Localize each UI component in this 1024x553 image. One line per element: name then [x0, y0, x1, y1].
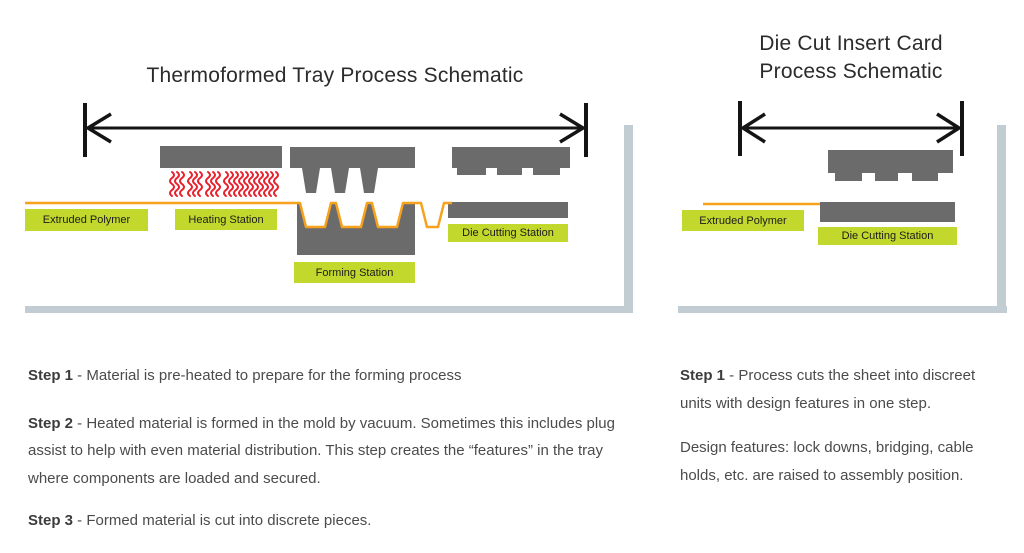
step-3-body: - Formed material is cut into discrete p…: [73, 512, 372, 529]
step-1-body: - Process cuts the sheet into discreet u…: [680, 367, 976, 412]
arrowhead-right-icon: [936, 112, 963, 144]
tag-heating-station: Heating Station: [175, 209, 277, 230]
tag-extruded-polymer-left: Extruded Polymer: [25, 209, 148, 231]
tag-extruded-polymer-right: Extruded Polymer: [682, 210, 804, 231]
step-2-left: Step 2 - Heated material is formed in th…: [28, 410, 628, 493]
die-top-block-right: [828, 150, 953, 181]
step-1-right: Step 1 - Process cuts the sheet into dis…: [680, 362, 1000, 417]
forming-plug-block: [290, 147, 415, 193]
note-body: Design features: lock downs, bridging, c…: [680, 439, 974, 484]
right-title: Die Cut Insert Card Process Schematic: [759, 32, 943, 83]
right-frame-border: [678, 125, 1007, 313]
tag-die-cutting-station-right: Die Cutting Station: [818, 227, 957, 245]
arrowhead-right-icon: [559, 112, 587, 144]
step-2-body: - Heated material is formed in the mold …: [28, 414, 615, 487]
tag-forming-station: Forming Station: [294, 262, 415, 283]
left-steps-text: Step 1 - Material is pre-heated to prepa…: [28, 362, 628, 535]
tag-die-cutting-station-left: Die Cutting Station: [448, 224, 568, 242]
step-1-label: Step 1: [28, 367, 74, 384]
polymer-line-left: [25, 201, 452, 229]
step-1-body: - Material is pre-heated to prepare for …: [73, 367, 462, 384]
forming-mold-block: [297, 203, 415, 255]
step-1-left: Step 1 - Material is pre-heated to prepa…: [28, 362, 628, 390]
design-features-note: Design features: lock downs, bridging, c…: [680, 434, 1000, 489]
right-dimension-arrow: [738, 101, 964, 156]
heat-waves-icon: [169, 171, 279, 197]
die-top-block-left: [452, 147, 570, 175]
step-3-left: Step 3 - Formed material is cut into dis…: [28, 507, 628, 535]
left-title: Thermoformed Tray Process Schematic: [146, 64, 524, 87]
arrowhead-left-icon: [739, 112, 766, 144]
step-1-label: Step 1: [680, 367, 726, 384]
left-dimension-arrow: [83, 103, 588, 157]
die-bottom-plate-right: [820, 202, 955, 222]
step-3-label: Step 3: [28, 512, 74, 529]
step-2-label: Step 2: [28, 414, 74, 432]
arrowhead-left-icon: [84, 112, 112, 144]
left-frame-border: [25, 125, 633, 313]
die-bottom-plate-left: [448, 202, 568, 218]
right-steps-text: Step 1 - Process cuts the sheet into dis…: [680, 362, 1000, 489]
heater-block: [160, 146, 282, 168]
